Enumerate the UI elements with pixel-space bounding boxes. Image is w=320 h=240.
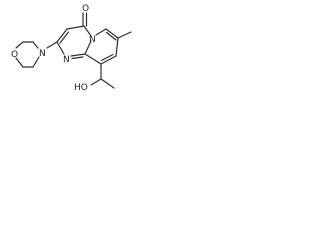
hydroxyl-label: HO — [74, 83, 88, 93]
structure-diagram: O N N N O HO — [11, 4, 132, 93]
hydroxyethyl-group — [90, 63, 115, 89]
bond-c9-c9a — [84, 53, 102, 65]
morpholine-ring — [15, 41, 58, 68]
bicyclic-core — [56, 25, 119, 65]
bond-c2-c3 — [56, 28, 68, 43]
bond-nmorph-c-a — [32, 41, 39, 49]
bond-c-b-o — [15, 41, 24, 49]
bond-c3-c4 — [66, 25, 85, 30]
bond-ch-ch3 — [100, 78, 115, 89]
bond-n1-c2 — [56, 41, 65, 55]
bond-c2-c3-double — [59, 31, 70, 44]
bond-n5-c6 — [95, 28, 107, 36]
morpholine-nitrogen-label: N — [39, 49, 46, 59]
bond-n5-c9a — [84, 40, 92, 55]
bond-c8-c9-double — [100, 53, 114, 62]
bond-c2-nmorph — [46, 41, 58, 49]
bond-c7-c8 — [115, 37, 119, 57]
bond-ch-o — [90, 78, 102, 86]
morpholine-oxygen-label: O — [11, 50, 18, 60]
ring-nitrogen-label: N — [89, 35, 96, 45]
carbonyl-oxygen-label: O — [82, 4, 89, 14]
carbonyl-group — [82, 12, 88, 27]
bond-o-c-c — [15, 57, 24, 68]
pyrimidine-nitrogen-label: N — [63, 55, 70, 65]
bond-c6-c7-double — [105, 31, 117, 41]
bond-c-d-nmorph — [32, 56, 40, 68]
bond-c9a-n1-double — [71, 56, 84, 60]
methyl-bond — [117, 31, 132, 39]
bond-c8-c9 — [100, 55, 117, 65]
bond-c4-n5 — [83, 25, 92, 37]
bond-c9a-n1 — [70, 53, 86, 57]
bond-c6-c7 — [105, 28, 119, 39]
molecule-canvas: O N N N O HO — [0, 0, 144, 102]
